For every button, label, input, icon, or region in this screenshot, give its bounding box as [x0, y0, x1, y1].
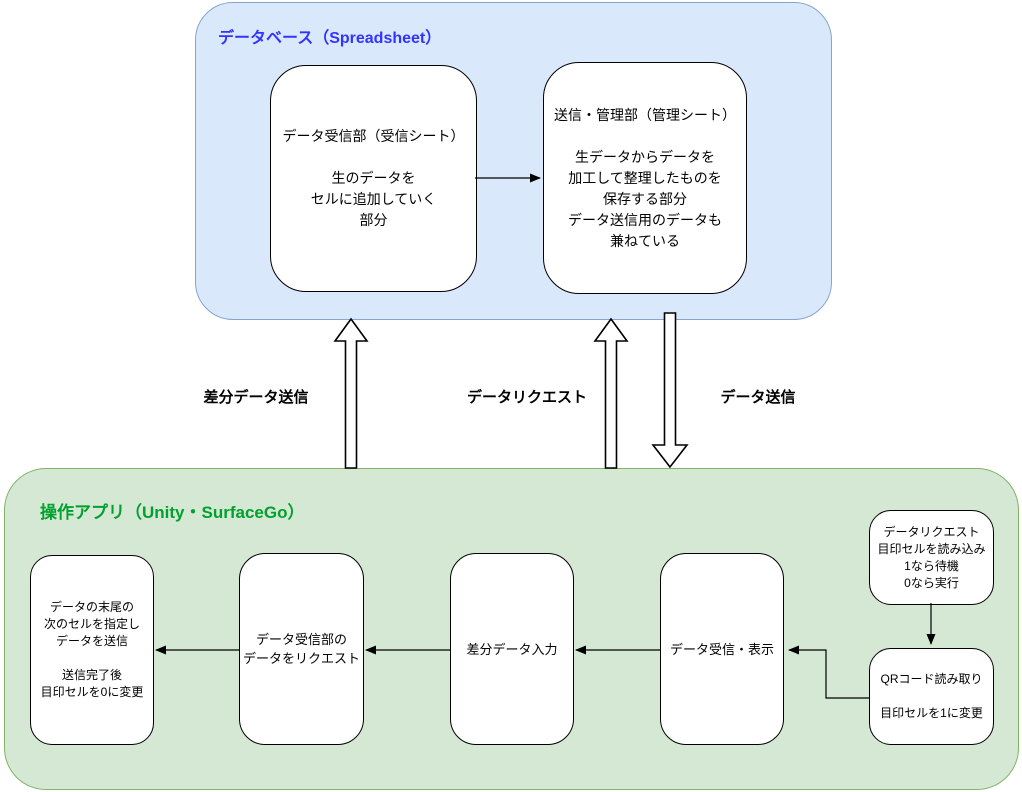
text-line: データ受信部の	[255, 632, 347, 647]
text-line: データを送信	[55, 634, 128, 648]
text-line: データ受信・表示	[669, 641, 774, 657]
text-line: データ送信用のデータも	[568, 211, 722, 228]
manage-sheet-box: 送信・管理部（管理シート） 生データからデータを 加工して整理したものを 保存す…	[543, 62, 747, 294]
text-line: 差分データ入力	[466, 641, 558, 657]
text-line: データ受信部（受信シート）	[282, 128, 465, 144]
send-data-box: データの末尾の 次のセルを指定し データを送信 送信完了後 目印セルを0に変更	[30, 555, 154, 745]
text-line: データリクエスト	[883, 524, 980, 539]
qr-read-box: QRコード読み取り 目印セルを1に変更	[869, 648, 994, 745]
block-down-arrow-data-send	[651, 312, 689, 469]
text-line: QRコード読み取り	[880, 672, 983, 686]
text-line: データの末尾の	[49, 600, 134, 614]
text-line: 次のセルを指定し	[43, 617, 140, 631]
label-data-request: データリクエスト	[466, 389, 588, 406]
text-line: 目印セルを読み込み	[877, 541, 986, 556]
request-data-box: データ受信部の データをリクエスト	[239, 553, 364, 745]
text-line: 兼ねている	[610, 232, 680, 249]
text-line: セルに追加していく	[310, 191, 437, 207]
text-line: 目印セルを1に変更	[880, 706, 983, 720]
text-line	[31, 650, 153, 667]
app-panel-title: 操作アプリ（Unity・SurfaceGo）	[40, 503, 305, 522]
receive-sheet-box: データ受信部（受信シート） 生のデータを セルに追加していく 部分	[270, 65, 477, 292]
label-diff-data-send: 差分データ送信	[203, 389, 309, 406]
text-line: 送信完了後	[61, 668, 122, 682]
text-line: 生データからデータを	[575, 148, 715, 165]
text-line: 送信・管理部（管理シート）	[554, 106, 736, 123]
text-line	[870, 688, 993, 705]
block-up-arrow-data-request	[593, 317, 629, 469]
flag-check-box: データリクエスト 目印セルを読み込み 1なら待機 0なら実行	[869, 510, 994, 605]
text-line: 加工して整理したものを	[568, 169, 722, 186]
database-panel-title: データベース（Spreadsheet）	[218, 30, 442, 47]
block-up-arrow-diff-send	[333, 317, 369, 469]
text-line: データをリクエスト	[242, 651, 360, 666]
text-line: 目印セルを0に変更	[40, 685, 144, 699]
data-receive-display-box: データ受信・表示	[660, 553, 784, 745]
text-line: 部分	[359, 212, 388, 228]
text-line	[271, 147, 476, 168]
diff-data-input-box: 差分データ入力	[450, 553, 574, 745]
text-line: 1なら待機	[904, 558, 959, 573]
label-data-send: データ送信	[720, 389, 796, 406]
text-line: 0なら実行	[904, 575, 959, 590]
text-line	[544, 126, 746, 147]
text-line: 保存する部分	[603, 190, 687, 207]
text-line: 生のデータを	[331, 170, 416, 186]
